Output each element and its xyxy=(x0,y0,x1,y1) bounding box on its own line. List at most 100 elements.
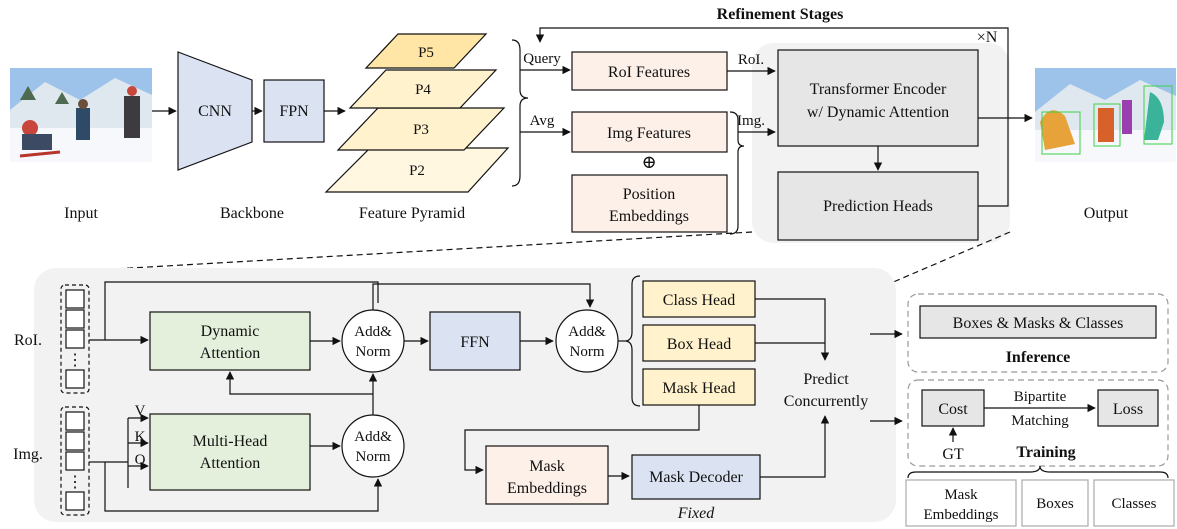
ffn-label: FFN xyxy=(460,334,490,351)
roi-features-block xyxy=(571,51,728,91)
roi-tokens: ⋮ xyxy=(60,284,90,394)
class-head-label: Class Head xyxy=(663,292,735,309)
repeat-label: ×N xyxy=(977,29,998,46)
gt-mask-line2: Embeddings xyxy=(924,507,999,523)
gt-label: GT xyxy=(942,446,964,463)
add-norm-2-line2: Norm xyxy=(570,344,605,360)
transformer-encoder-block xyxy=(777,49,979,147)
input-image xyxy=(10,68,152,162)
cost-label: Cost xyxy=(938,401,968,418)
training-label: Training xyxy=(1016,444,1075,461)
query-label: Query xyxy=(523,51,561,67)
img-edge-label: Img. xyxy=(737,113,765,129)
input-label: Input xyxy=(64,205,98,222)
loss-block xyxy=(1097,389,1159,427)
add-norm-2 xyxy=(555,309,619,373)
predict-line1: Predict xyxy=(803,371,849,388)
mask-emb-line2: Embeddings xyxy=(507,480,587,497)
loss-label: Loss xyxy=(1113,401,1143,418)
avg-label: Avg xyxy=(530,113,555,129)
p5-label: P5 xyxy=(418,45,434,61)
dynamic-line1: Dynamic xyxy=(201,323,260,340)
roi-tokens-dots: ⋮ xyxy=(67,352,83,369)
img-tokens-dots: ⋮ xyxy=(67,474,83,491)
inference-result-label: Boxes & Masks & Classes xyxy=(953,315,1124,332)
feature-pyramid-label: Feature Pyramid xyxy=(359,205,465,222)
pyramid-level-p3 xyxy=(336,107,506,151)
mha-line1: Multi-Head xyxy=(193,433,268,450)
gt-brace xyxy=(907,465,1169,479)
add-norm-1-line2: Norm xyxy=(356,344,391,360)
add-norm-2-line1: Add& xyxy=(568,324,606,340)
roi-features-label: RoI Features xyxy=(608,64,690,81)
prediction-heads-block xyxy=(777,171,979,241)
gt-mask-line1: Mask xyxy=(944,487,978,503)
inference-result-block xyxy=(919,305,1157,339)
mask-head-label: Mask Head xyxy=(662,380,735,397)
roi-input-label: RoI. xyxy=(14,332,42,349)
mask-decoder-block xyxy=(631,454,761,500)
p4-label: P4 xyxy=(415,82,431,98)
mask-embeddings-block xyxy=(485,445,609,505)
output-image xyxy=(1035,68,1176,162)
gt-boxes-label: Boxes xyxy=(1036,496,1074,512)
position-embeddings-block xyxy=(571,174,728,233)
training-panel xyxy=(907,379,1169,467)
gt-boxes-box xyxy=(1021,479,1089,527)
encoder-line1: Transformer Encoder xyxy=(810,81,947,98)
gt-classes-box xyxy=(1093,479,1175,527)
mask-decoder-label: Mask Decoder xyxy=(649,469,743,486)
mha-line2: Attention xyxy=(200,455,260,472)
fpn-block xyxy=(263,79,325,143)
mask-emb-line1: Mask xyxy=(529,458,565,475)
backbone-label: Backbone xyxy=(220,205,284,222)
cnn-label: CNN xyxy=(198,103,232,120)
zoom-line-left xyxy=(61,231,753,273)
add-norm-1 xyxy=(341,309,405,373)
inference-label: Inference xyxy=(1006,349,1071,366)
pyramid-brace xyxy=(511,39,529,187)
add-norm-1-line1: Add& xyxy=(354,324,392,340)
output-label: Output xyxy=(1084,205,1129,222)
position-line2: Embeddings xyxy=(609,208,689,225)
prediction-heads-label: Prediction Heads xyxy=(823,198,933,215)
cost-block xyxy=(921,389,985,427)
gt-mask-embeddings-box xyxy=(905,479,1017,527)
matching-label: Matching xyxy=(1011,413,1069,429)
refinement-title: Refinement Stages xyxy=(717,6,844,23)
bipartite-label: Bipartite xyxy=(1014,389,1067,405)
k-label: K xyxy=(135,429,146,445)
gt-classes-label: Classes xyxy=(1112,496,1157,512)
dynamic-attention-block xyxy=(149,311,311,371)
oplus-symbol: ⊕ xyxy=(641,152,656,172)
dynamic-line2: Attention xyxy=(200,345,260,362)
ffn-block xyxy=(429,311,521,371)
img-features-block xyxy=(571,111,728,153)
img-tokens: ⋮ xyxy=(60,406,90,516)
inference-panel xyxy=(907,293,1169,373)
encoder-line2: w/ Dynamic Attention xyxy=(807,104,949,121)
img-brace xyxy=(729,111,745,235)
roi-edge-label: RoI. xyxy=(738,52,764,68)
fpn-label: FPN xyxy=(279,103,309,120)
multi-head-attention-block xyxy=(149,413,311,491)
position-line1: Position xyxy=(623,186,675,203)
refinement-loop-arrow xyxy=(535,27,1009,207)
p3-label: P3 xyxy=(413,122,429,138)
pyramid-level-p4 xyxy=(348,69,498,109)
box-head-label: Box Head xyxy=(667,336,731,353)
cnn-block xyxy=(177,51,253,171)
q-label: Q xyxy=(135,452,146,468)
img-input-label: Img. xyxy=(13,446,43,463)
mask-head-block xyxy=(642,368,756,406)
add-norm-3-line1: Add& xyxy=(354,429,392,445)
class-head-block xyxy=(642,280,756,318)
p2-label: P2 xyxy=(409,163,425,179)
pyramid-level-p5 xyxy=(364,33,488,69)
heads-brace xyxy=(625,275,641,407)
add-norm-3 xyxy=(341,414,405,478)
fixed-label: Fixed xyxy=(677,505,715,522)
predict-line2: Concurrently xyxy=(784,393,868,410)
add-norm-3-line2: Norm xyxy=(356,449,391,465)
